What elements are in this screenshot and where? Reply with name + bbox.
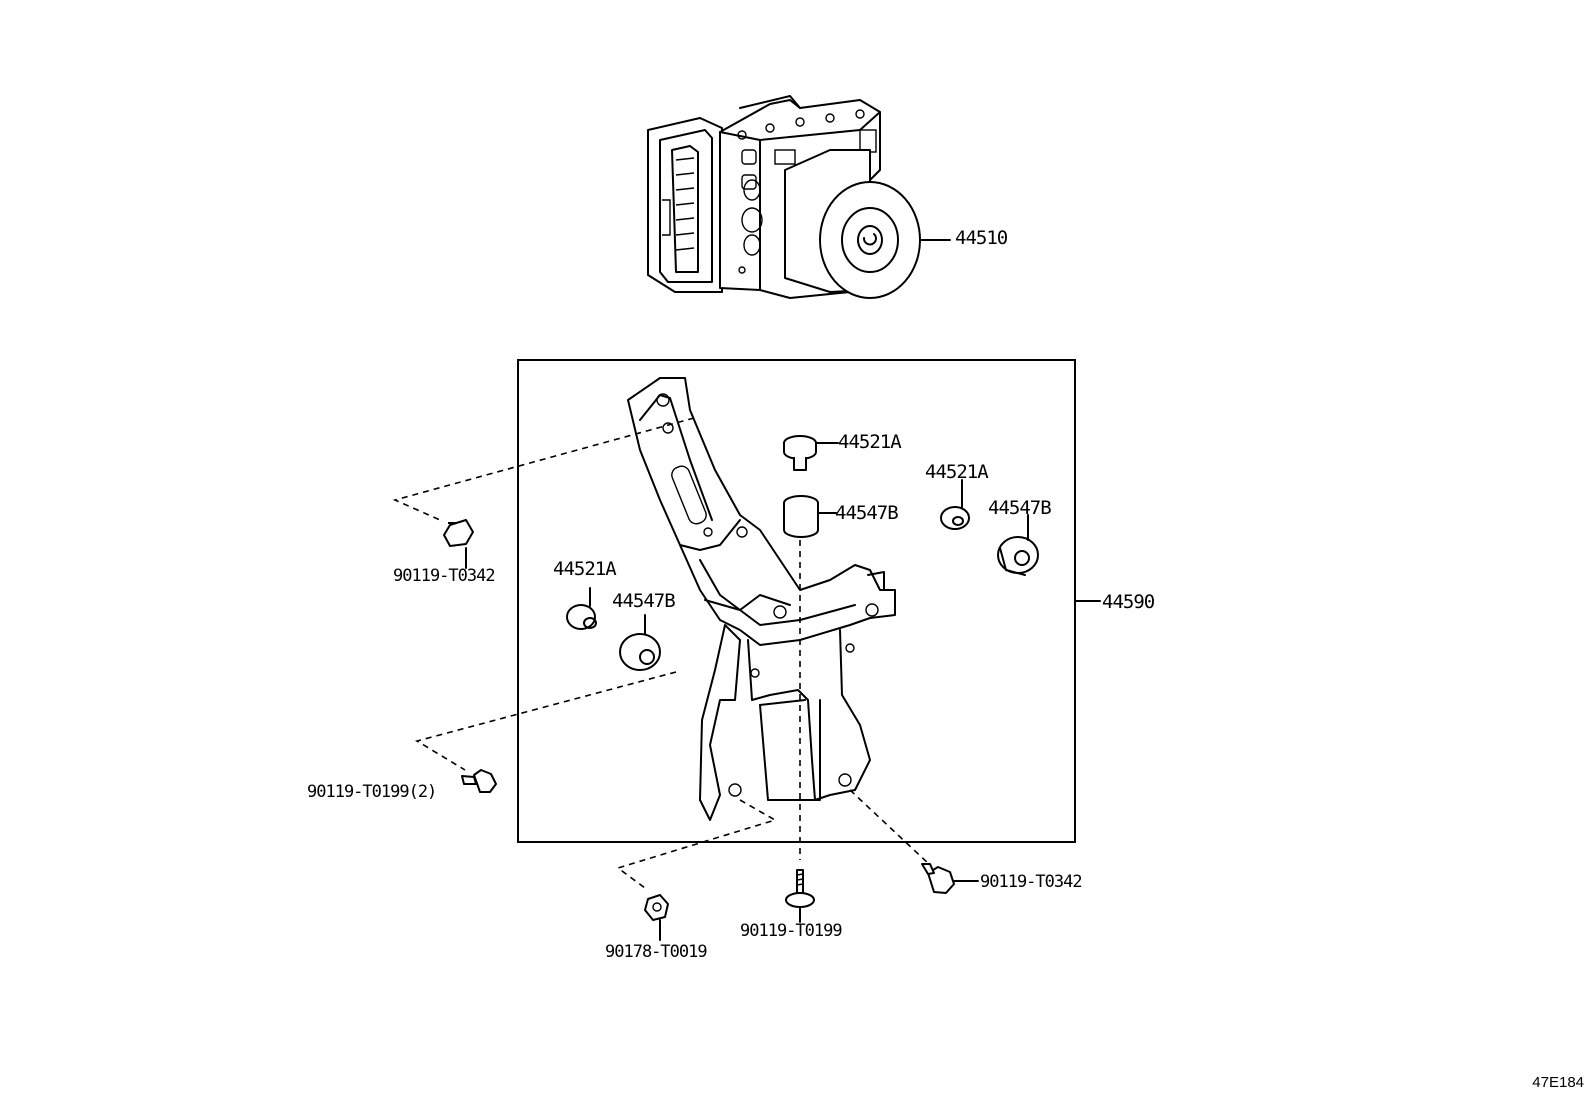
label-90119-t0342-upper: 90119-T0342	[393, 566, 496, 586]
bolt-upper-left	[443, 519, 474, 569]
nut-bottom	[644, 894, 669, 941]
abs-actuator	[647, 95, 951, 299]
cushion-right	[940, 479, 970, 530]
label-90119-t0342-lower: 90119-T0342	[980, 872, 1083, 892]
reference-code: 47E184	[1532, 1074, 1584, 1091]
label-44521a-right: 44521A	[925, 461, 989, 483]
label-44521a-top: 44521A	[838, 431, 902, 453]
cushion-top	[783, 435, 839, 471]
label-44547b-left: 44547B	[612, 590, 676, 612]
insulator-left	[619, 614, 661, 671]
label-44510: 44510	[955, 227, 1008, 249]
cushion-left	[566, 587, 597, 630]
label-44547b-right: 44547B	[988, 497, 1052, 519]
bolt-bottom-right	[921, 863, 979, 894]
bracket	[627, 377, 896, 821]
label-90119-t0199: 90119-T0199	[740, 921, 843, 941]
label-44590: 44590	[1102, 591, 1155, 613]
bolt-bottom	[785, 869, 815, 923]
insulator-top	[783, 495, 837, 538]
label-90119-t0199-2: 90119-T0199(2)	[307, 782, 437, 802]
bolt-mid-left	[461, 769, 497, 793]
label-44547b-top: 44547B	[835, 502, 899, 524]
insulator-right	[997, 514, 1039, 576]
label-44521a-left: 44521A	[553, 558, 617, 580]
assembly-lines	[392, 417, 931, 889]
label-90178-t0019: 90178-T0019	[605, 942, 708, 962]
